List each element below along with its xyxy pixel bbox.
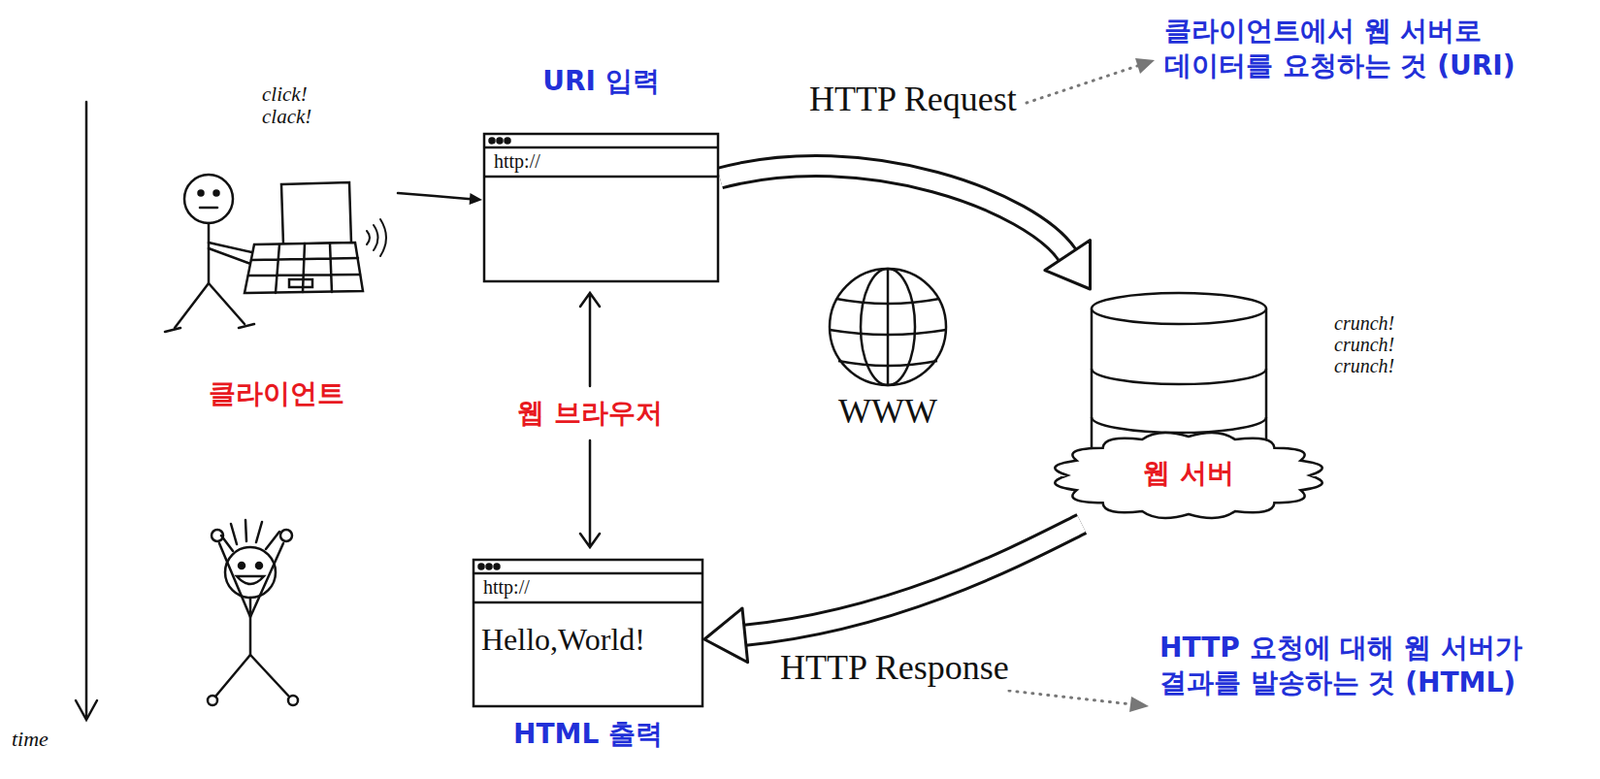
time-arrow [75,101,98,720]
title-bar-line [484,146,719,150]
meridian [886,268,890,386]
arrowhead [1044,240,1091,291]
client-figure-shape [155,97,398,418]
down-arrow [580,440,600,548]
keys [248,243,360,294]
time-arrowhead [75,700,98,720]
browser-frame [473,559,703,707]
edge-label: HTTP Response [776,646,1013,690]
sound-effect: crunch! crunch! crunch! [1334,312,1427,377]
feet [164,324,255,332]
foot [288,695,298,706]
browser-label: 웹 브라우저 [492,395,687,430]
hollow-arrow [719,165,1091,290]
latitudes [829,298,947,366]
window-border [473,559,703,707]
arrow-fill [719,165,1068,256]
meridian [860,268,915,386]
wifi-waves [366,219,387,257]
hollow-arrow [704,523,1082,663]
window-heading: URI 입력 [482,64,720,98]
arrow-line [397,193,471,199]
foot [207,695,218,706]
url-bar-line [473,601,703,605]
url-text: http:// [483,574,530,600]
note: 클라이언트에서 웹 서버로 데이터를 요청하는 것 (URI) [1164,13,1572,85]
eye [214,191,220,196]
arrowhead [469,193,483,205]
server-label: 웹 서버 [1047,456,1330,490]
laptop-screen [281,182,352,245]
www-label: WWW [824,390,951,434]
mouth [199,206,218,210]
web-server: 웹 서버 [1047,289,1330,524]
legs [174,283,245,328]
window-border [484,133,719,282]
up-arrow [580,293,600,387]
note: HTTP 요청에 대해 웹 서버가 결과를 발송하는 것 (HTML) [1159,630,1568,702]
head [184,174,233,224]
client-label: 클라이언트 [155,376,398,411]
body [207,223,211,284]
axis-label: time [11,725,49,753]
browser-window: http:// Hello,World! HTML 출력 [471,557,705,762]
browser-frame [484,133,719,282]
leader-arrowhead [1129,696,1149,713]
leader-line [1026,65,1138,103]
arms [219,543,284,618]
eye [238,562,245,569]
url-bar-line [484,175,719,179]
page-content: Hello,World! [481,620,646,659]
happy-person [207,520,298,706]
cylinder-bands [1091,368,1267,433]
edge-label: HTTP Request [805,77,1021,122]
cylinder-top [1091,293,1267,325]
time-line [85,101,89,719]
window-dot [494,564,500,570]
globe-outline [829,268,947,386]
sound-effect: click! clack! [261,83,332,129]
eye [256,562,262,569]
arrow-fill [745,523,1082,636]
arrow-outline [719,165,1068,256]
window-dot [505,138,511,144]
leader-line [1009,690,1132,705]
body [249,597,253,655]
window-dot [489,138,495,144]
client-figure: 클라이언트 [155,97,398,418]
window-caption: HTML 출력 [471,717,705,752]
arrow [397,193,483,205]
legs [215,654,290,697]
touchpad [289,279,313,288]
arrowhead [704,608,749,663]
client-person [164,174,387,332]
leader-arrowhead [1135,58,1155,74]
globe [829,268,947,386]
hand [280,529,293,542]
smile [236,576,264,585]
joy-lines [221,520,280,552]
window-dot [497,138,503,144]
laptop-keyboard [244,242,363,294]
arrow-outline [745,523,1082,636]
eye [198,191,204,196]
browser-window: URI 입력 http:// [482,64,720,284]
title-bar-line [473,572,703,576]
window-dot [479,564,485,570]
url-text: http:// [493,148,541,174]
window-dot [487,564,492,570]
